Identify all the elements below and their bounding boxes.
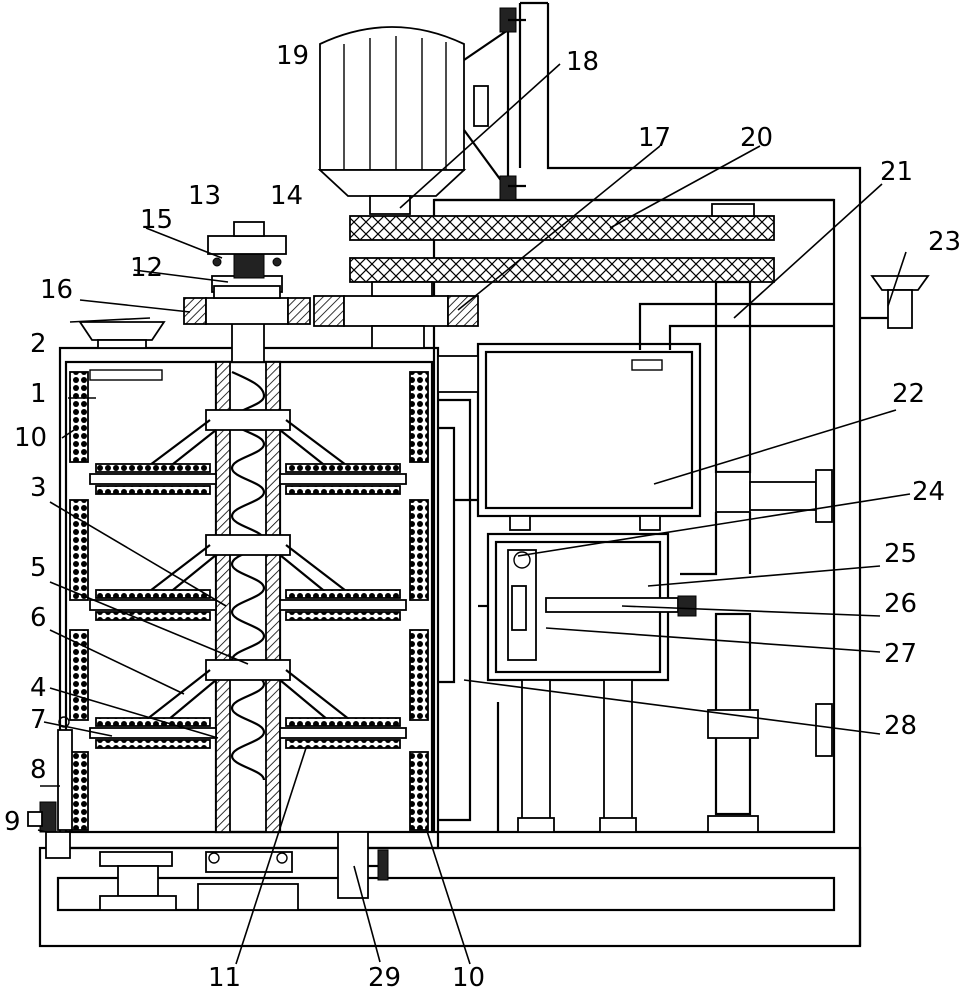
label-2: 2 <box>30 329 47 359</box>
outlet-valve <box>27 716 73 859</box>
storage-tank <box>437 342 702 531</box>
label-23: 23 <box>928 227 961 257</box>
label-18: 18 <box>566 47 599 77</box>
machine-feet <box>99 851 299 911</box>
label-13: 13 <box>188 181 221 211</box>
control-box <box>486 532 697 682</box>
motor <box>317 7 526 215</box>
label-28: 28 <box>884 711 917 741</box>
label-14: 14 <box>270 181 303 211</box>
leader-lines <box>37 63 911 965</box>
drain-valve <box>337 831 389 899</box>
label-6: 6 <box>30 603 47 633</box>
label-4: 4 <box>30 673 47 703</box>
label-29: 29 <box>368 963 401 993</box>
label-19: 19 <box>276 41 309 71</box>
label-1: 1 <box>30 379 47 409</box>
label-26: 26 <box>884 589 917 619</box>
label-11: 11 <box>208 963 241 993</box>
label-12: 12 <box>130 253 163 283</box>
mixing-tank <box>58 321 440 850</box>
base-frame <box>38 1 862 948</box>
label-15: 15 <box>140 205 173 235</box>
label-27: 27 <box>884 639 917 669</box>
label-10-left: 10 <box>14 423 47 453</box>
label-21: 21 <box>880 157 913 187</box>
label-7: 7 <box>30 705 47 735</box>
label-10-bottom: 10 <box>452 963 485 993</box>
central-shaft <box>205 321 291 834</box>
label-17: 17 <box>638 123 671 153</box>
stirring-arms <box>89 419 407 749</box>
label-20: 20 <box>740 123 773 153</box>
label-8: 8 <box>30 755 47 785</box>
label-22: 22 <box>892 379 925 409</box>
belt-drive <box>349 203 775 297</box>
label-16: 16 <box>40 275 73 305</box>
label-24: 24 <box>912 477 945 507</box>
label-5: 5 <box>30 553 47 583</box>
transfer-pipe <box>638 275 930 833</box>
label-25: 25 <box>884 539 917 569</box>
support-legs <box>438 398 637 833</box>
top-gear-assembly <box>183 221 479 349</box>
label-3: 3 <box>30 473 47 503</box>
label-9: 9 <box>4 807 21 837</box>
part-labels: 1 2 3 4 5 6 7 8 9 10 10 11 12 13 14 15 1… <box>4 41 961 993</box>
